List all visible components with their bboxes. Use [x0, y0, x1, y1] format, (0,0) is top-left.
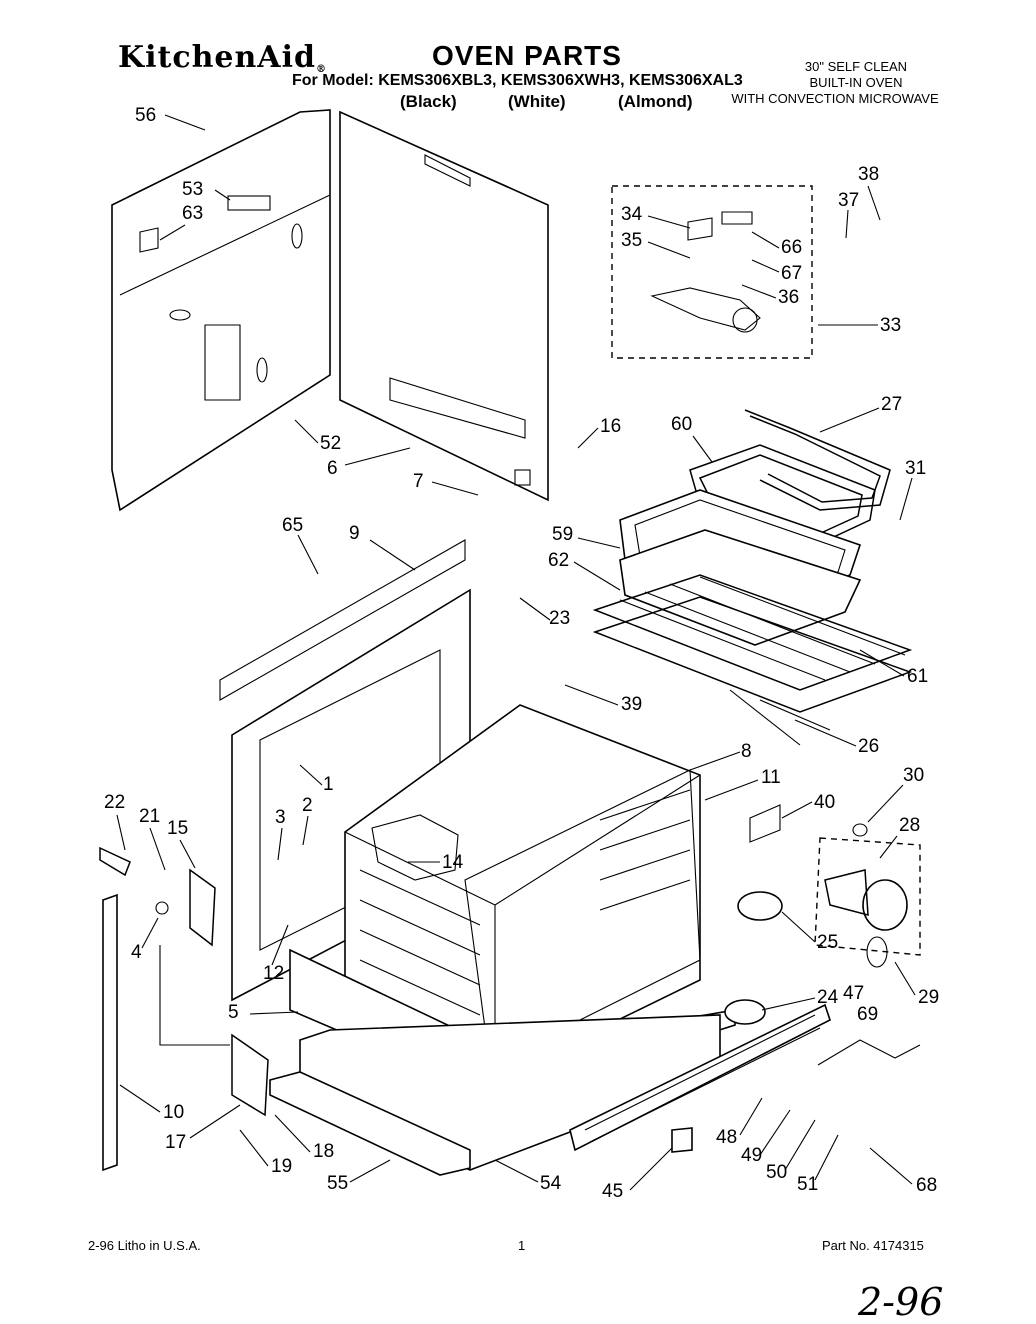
- part-label-45: 45: [602, 1181, 623, 1202]
- handwritten-note: 2-96: [858, 1280, 944, 1324]
- part-label-9: 9: [349, 523, 360, 544]
- part-label-8: 8: [741, 741, 752, 762]
- part-label-68: 68: [916, 1175, 937, 1196]
- rear-panel-drawing: [111, 109, 331, 512]
- part-label-69: 69: [857, 1004, 878, 1025]
- part-label-27: 27: [881, 394, 902, 415]
- part-label-36: 36: [778, 287, 799, 308]
- part-label-61: 61: [907, 666, 928, 687]
- part-label-6: 6: [327, 458, 338, 479]
- part-label-50: 50: [766, 1162, 787, 1183]
- part-label-17: 17: [165, 1132, 186, 1153]
- part-label-14: 14: [442, 852, 464, 873]
- part-label-40: 40: [814, 792, 835, 813]
- part-label-38: 38: [858, 164, 879, 185]
- product-description-line-3: WITH CONVECTION MICROWAVE: [731, 91, 939, 106]
- oven-cavity-drawing: [219, 539, 701, 1081]
- part-label-22: 22: [104, 792, 125, 813]
- part-label-59: 59: [552, 524, 573, 545]
- part-label-5: 5: [228, 1002, 239, 1023]
- part-label-53: 53: [182, 179, 203, 200]
- part-label-66: 66: [781, 237, 802, 258]
- part-label-4: 4: [131, 942, 142, 963]
- part-label-10: 10: [163, 1102, 184, 1123]
- product-description-line-1: 30" SELF CLEAN: [804, 59, 908, 74]
- print-info: 2-96 Litho in U.S.A.: [88, 1238, 201, 1253]
- part-label-35: 35: [621, 230, 642, 251]
- brand-logo: KitchenAid®: [118, 40, 327, 75]
- part-label-39: 39: [621, 694, 642, 715]
- part-number: Part No. 4174315: [822, 1238, 924, 1253]
- part-label-54: 54: [540, 1173, 562, 1194]
- part-label-28: 28: [899, 815, 920, 836]
- brand-name: KitchenAid: [118, 40, 316, 75]
- part-label-2: 2: [302, 795, 313, 816]
- part-label-62: 62: [548, 550, 569, 571]
- part-label-11: 11: [761, 767, 781, 788]
- part-label-15: 15: [167, 818, 188, 839]
- part-label-19: 19: [271, 1156, 292, 1177]
- part-label-16: 16: [600, 416, 621, 437]
- part-label-55: 55: [327, 1173, 348, 1194]
- part-label-48: 48: [716, 1127, 737, 1148]
- part-label-1: 1: [323, 774, 334, 795]
- brand-registered-mark: ®: [315, 64, 327, 75]
- part-label-63: 63: [182, 203, 203, 224]
- right-components-drawing: [671, 804, 921, 1153]
- leader-lines: [116, 114, 916, 1191]
- part-label-49: 49: [741, 1145, 762, 1166]
- part-label-60: 60: [671, 414, 692, 435]
- part-label-33: 33: [880, 315, 901, 336]
- finish-almond: (Almond): [618, 92, 693, 111]
- finish-black: (Black): [400, 92, 457, 111]
- oven-racks-drawing: [592, 574, 913, 746]
- part-label-65: 65: [282, 515, 303, 536]
- part-label-23: 23: [549, 608, 570, 629]
- side-panel-drawing: [339, 110, 549, 502]
- part-label-7: 7: [413, 471, 424, 492]
- part-label-31: 31: [905, 458, 926, 479]
- part-label-37: 37: [838, 190, 859, 211]
- part-label-52: 52: [320, 433, 341, 454]
- page-number: 1: [518, 1238, 526, 1253]
- left-components-drawing: [99, 846, 269, 1172]
- part-label-3: 3: [275, 807, 286, 828]
- model-line: For Model: KEMS306XBL3, KEMS306XWH3, KEM…: [292, 72, 743, 89]
- part-label-24: 24: [817, 987, 839, 1008]
- part-label-12: 12: [263, 963, 284, 984]
- part-label-25: 25: [817, 932, 838, 953]
- part-label-34: 34: [621, 204, 643, 225]
- thermostat-assembly-drawing: [611, 185, 813, 359]
- oven-base-drawing: [269, 948, 831, 1176]
- part-label-30: 30: [903, 765, 924, 786]
- finish-white: (White): [508, 92, 566, 111]
- part-label-47: 47: [843, 983, 864, 1004]
- part-label-21: 21: [139, 806, 160, 827]
- part-label-56: 56: [135, 105, 156, 126]
- product-description-line-2: BUILT-IN OVEN: [809, 75, 903, 90]
- part-label-18: 18: [313, 1141, 334, 1162]
- page-title: OVEN PARTS: [432, 40, 622, 71]
- part-label-51: 51: [797, 1174, 818, 1195]
- part-label-67: 67: [781, 263, 802, 284]
- part-label-26: 26: [858, 736, 879, 757]
- broiler-pans-drawing: [619, 489, 862, 646]
- part-label-29: 29: [918, 987, 939, 1008]
